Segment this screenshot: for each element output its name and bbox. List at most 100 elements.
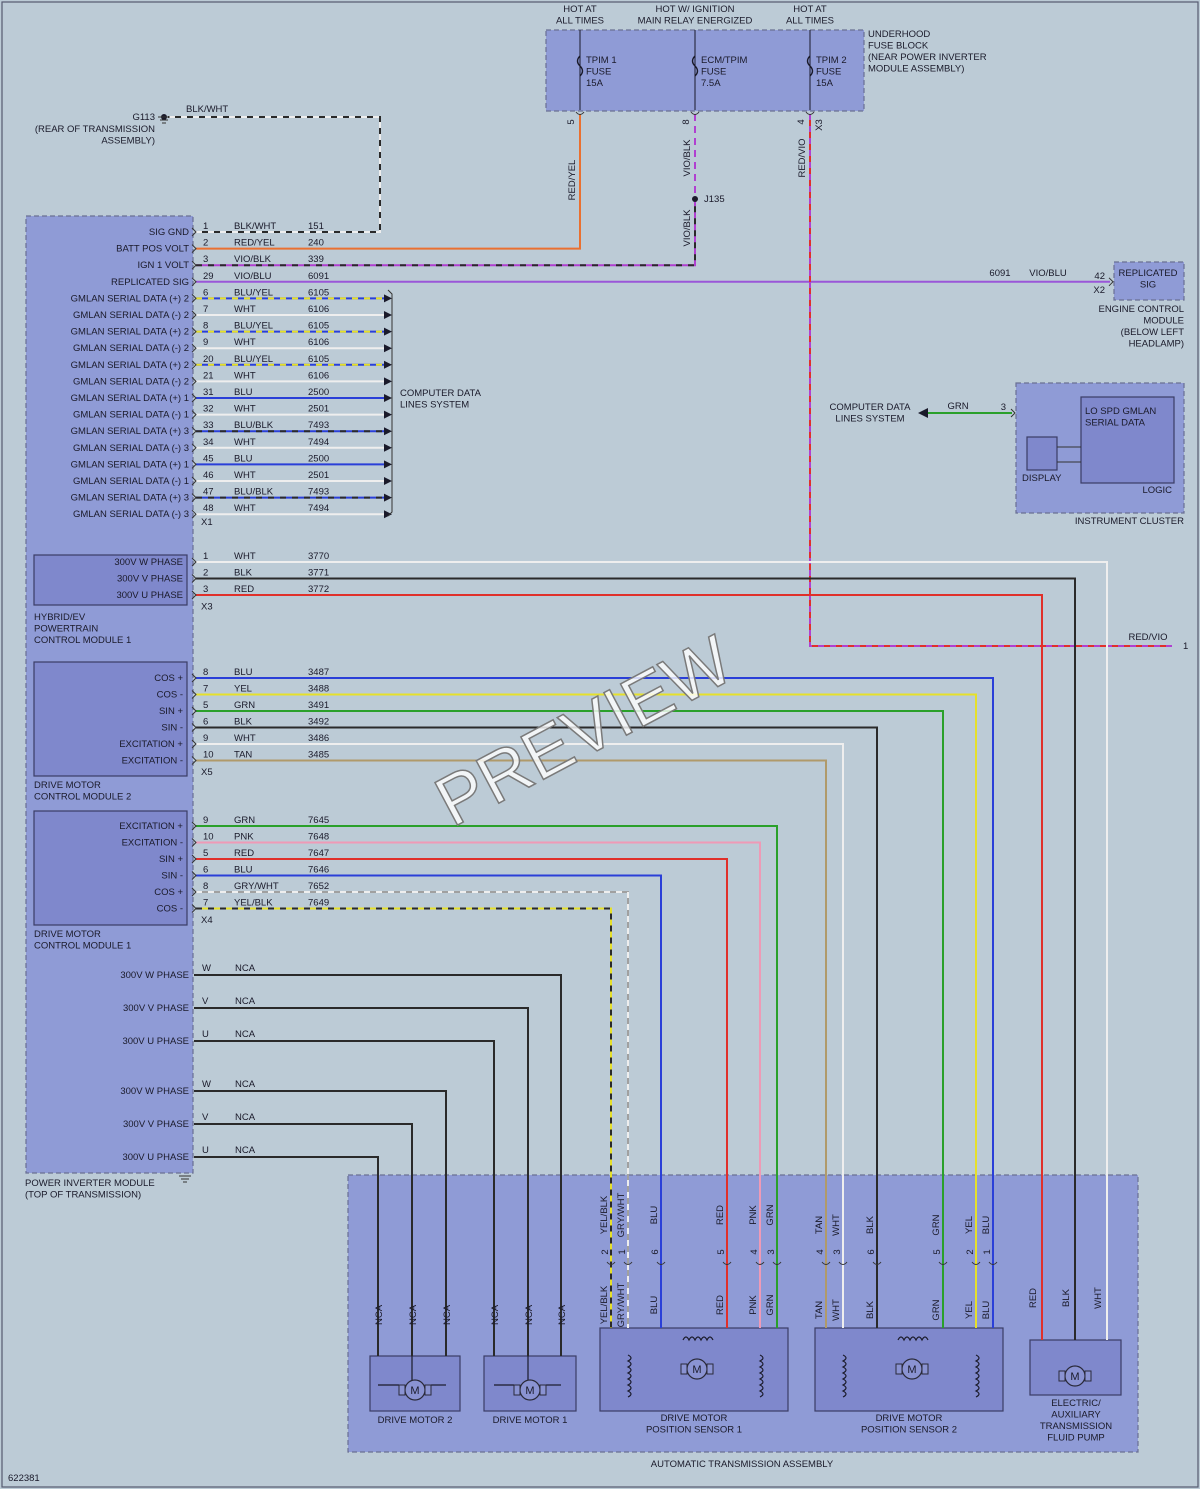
ecm-pin: 42 bbox=[1094, 271, 1105, 282]
s1-color-bot-3: RED bbox=[715, 1295, 726, 1315]
x1-color-3: VIO/BLU bbox=[234, 271, 272, 282]
x1-color-5: WHT bbox=[234, 304, 256, 315]
x1-pin-mark-8 bbox=[191, 360, 197, 370]
motor2-icon-glyph: M bbox=[410, 1385, 419, 1397]
dmcm2-circuit-2: 3491 bbox=[308, 700, 329, 711]
dmcm1-label-3: SIN - bbox=[161, 871, 183, 882]
gmlan-arrow-6 bbox=[384, 327, 392, 336]
pump-wire-0: RED bbox=[1028, 1288, 1039, 1308]
motor1-label: DRIVE MOTOR 1 bbox=[493, 1415, 568, 1426]
dmcm2-pin-mark-4 bbox=[191, 739, 197, 749]
x1-circuit-17: 7494 bbox=[308, 503, 329, 514]
x1-pin-13: 34 bbox=[203, 437, 214, 448]
x1-label-2: IGN 1 VOLT bbox=[137, 260, 189, 271]
motor2-icon-shaft-r bbox=[424, 1384, 432, 1396]
s2-color-top-4: YEL bbox=[964, 1216, 975, 1234]
x1-color-12: BLU/BLK bbox=[234, 420, 274, 431]
s2-color-top-2: BLK bbox=[865, 1215, 876, 1234]
s2-color-bot-3: GRN bbox=[931, 1299, 942, 1320]
gmlan-arrow-17 bbox=[384, 510, 392, 519]
s2-pin-mark-5 bbox=[988, 1261, 998, 1265]
fuse-element-1 bbox=[576, 55, 584, 77]
cluster-logic-box bbox=[1080, 396, 1175, 484]
phase-wire-2: NCA bbox=[235, 1029, 256, 1040]
wire-phase-2 bbox=[194, 1040, 495, 1356]
dmcm1-pin-mark-1 bbox=[191, 838, 197, 847]
x1-pin-mark-13 bbox=[191, 443, 197, 453]
x1-circuit-12: 7493 bbox=[308, 420, 329, 431]
x1-label-0: SIG GND bbox=[149, 227, 189, 238]
x1-pin-4: 6 bbox=[203, 287, 208, 298]
x1-color-14: BLU bbox=[234, 453, 253, 464]
dmcm1-circuit-4: 7652 bbox=[308, 881, 329, 892]
x1-label-1: BATT POS VOLT bbox=[116, 244, 189, 255]
diagram-id: 622381 bbox=[8, 1473, 40, 1484]
wire-dmcm2-cos-minus bbox=[196, 693, 977, 1328]
dmcm1-pin-4: 8 bbox=[203, 881, 208, 892]
wire-dmcm1-exc-plus bbox=[196, 825, 778, 1328]
s2-color-bot-2: BLK bbox=[865, 1300, 876, 1319]
s1-pin-mark-5 bbox=[772, 1261, 782, 1265]
cluster-logic-label: LOGIC bbox=[1142, 485, 1172, 496]
x1-pin-6: 8 bbox=[203, 321, 208, 332]
gmlan-arrow-7 bbox=[384, 344, 392, 353]
x1-pin-mark-12 bbox=[191, 426, 197, 436]
x1-pin-0: 1 bbox=[203, 221, 208, 232]
sensor2-motor-icon-shaft-r bbox=[921, 1363, 929, 1375]
gmlan-arrow-16 bbox=[384, 493, 392, 502]
x1-label-12: GMLAN SERIAL DATA (+) 3 bbox=[71, 426, 189, 437]
ground-name: G113 bbox=[132, 112, 155, 123]
hpcm1-label-2: 300V U PHASE bbox=[116, 590, 183, 601]
hpcm1-color-1: BLK bbox=[234, 568, 253, 579]
x1-circuit-5: 6106 bbox=[308, 304, 329, 315]
dmcm1-conn: X4 bbox=[201, 915, 213, 926]
x1-label-5: GMLAN SERIAL DATA (-) 2 bbox=[73, 310, 189, 321]
s1-pin-mark-1 bbox=[623, 1261, 633, 1265]
ecm-pin-mark bbox=[1108, 277, 1114, 287]
s1-pin-1: 1 bbox=[617, 1249, 628, 1254]
x1-pin-mark-10 bbox=[191, 393, 197, 403]
x1-circuit-4: 6105 bbox=[308, 287, 329, 298]
s2-pin-mark-2 bbox=[872, 1261, 882, 1265]
dmcm2-color-5: TAN bbox=[234, 750, 252, 761]
x1-pin-mark-4 bbox=[191, 294, 197, 303]
dmcm2-circuit-4: 3486 bbox=[308, 733, 329, 744]
wire-phase-0 bbox=[194, 974, 562, 1356]
s2-pin-mark-1 bbox=[838, 1261, 848, 1265]
pump-motor-icon-shaft-r bbox=[1084, 1370, 1092, 1382]
motor2-wire-1: NCA bbox=[408, 1304, 419, 1325]
s2-pin-mark-4 bbox=[971, 1261, 981, 1265]
x1-color-2: VIO/BLK bbox=[234, 254, 272, 265]
hybrid-powertrain-module-1 bbox=[33, 554, 188, 606]
hpcm1-pin-mark-0 bbox=[191, 557, 197, 567]
x1-pin-mark-0 bbox=[191, 227, 197, 237]
phase-wire-3: NCA bbox=[235, 1079, 256, 1090]
sensor1-motor-icon-shaft-l bbox=[680, 1363, 688, 1375]
x1-pin-5: 7 bbox=[203, 304, 208, 315]
wire-dmcm1-cos-minus bbox=[196, 907, 612, 1328]
hpcm1-circuit-1: 3771 bbox=[308, 568, 329, 579]
wire-dmcm1-exc-minus bbox=[196, 841, 761, 1328]
wire-red-vio-stripe bbox=[809, 114, 1172, 647]
x1-circuit-7: 6106 bbox=[308, 337, 329, 348]
fuse-wire-1: RED/YEL bbox=[567, 160, 578, 201]
s2-color-top-3: GRN bbox=[931, 1214, 942, 1235]
dmcm2-color-0: BLU bbox=[234, 667, 253, 678]
pump-wire-1: BLK bbox=[1061, 1288, 1072, 1307]
x1-pin-11: 32 bbox=[203, 404, 214, 415]
wire-phase-5 bbox=[194, 1156, 379, 1356]
x1-color-7: WHT bbox=[234, 337, 256, 348]
phase-term-3: W bbox=[202, 1079, 211, 1090]
hpcm1-conn: X3 bbox=[201, 602, 213, 613]
s2-pin-mark-3 bbox=[938, 1261, 948, 1265]
x1-pin-mark-11 bbox=[191, 410, 197, 419]
motor1-icon-shaft-l bbox=[513, 1384, 521, 1396]
dmcm1-pin-0: 9 bbox=[203, 815, 208, 826]
x1-label-17: GMLAN SERIAL DATA (-) 3 bbox=[73, 509, 189, 520]
